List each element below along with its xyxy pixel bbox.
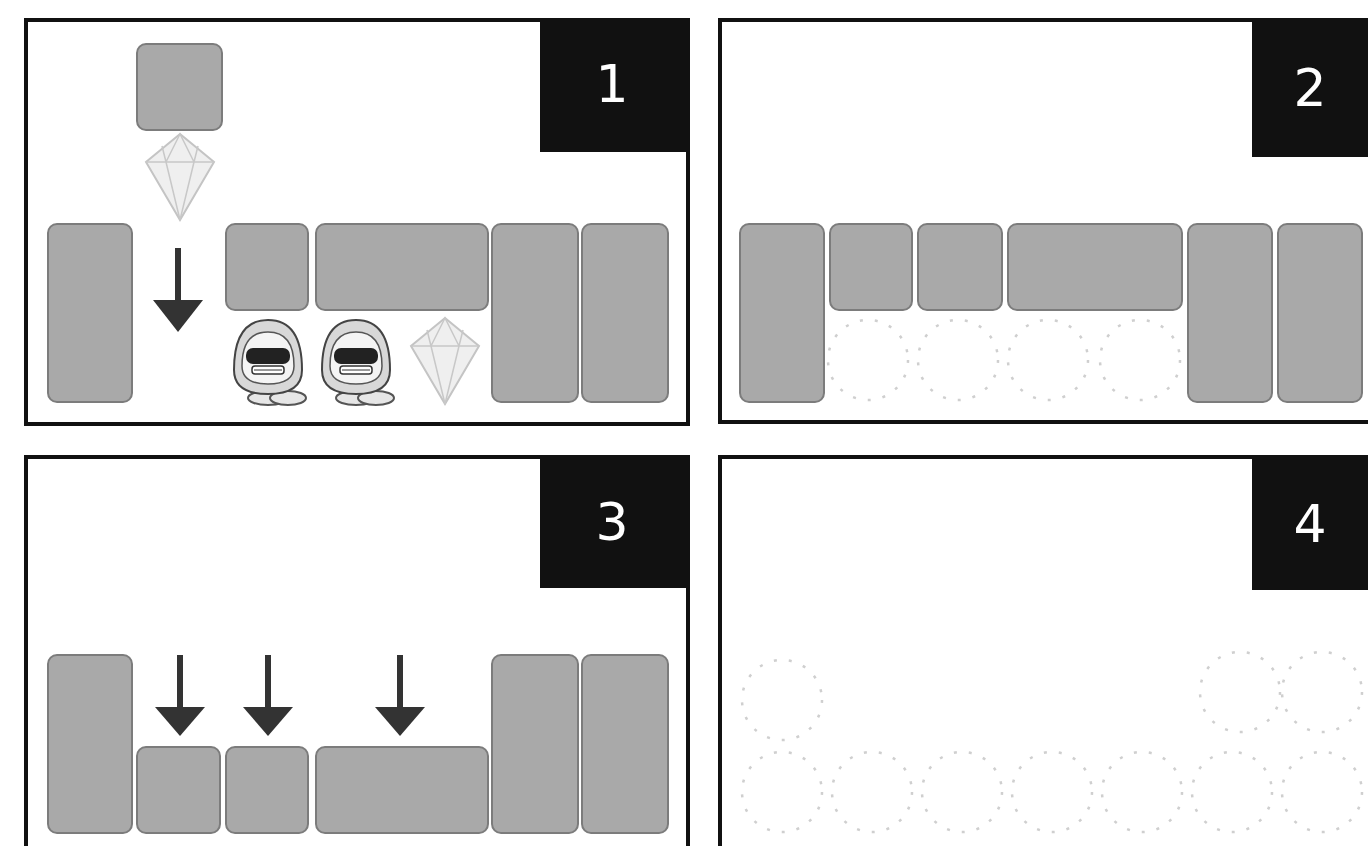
art-part [177,655,183,712]
art-part [316,747,488,833]
art-part [146,134,214,220]
art-part [1282,752,1362,832]
art-part [1100,320,1180,400]
art-part [1102,752,1182,832]
art-part [918,224,1002,310]
art-part [226,224,308,310]
art-part [830,224,912,310]
art-part [265,655,271,712]
art-part [48,655,132,833]
art-part [582,655,668,833]
panel-number: 3 [595,496,628,548]
art-part [742,660,822,740]
number-tabs [540,18,1368,590]
art-part [1282,652,1362,732]
art-part [322,320,394,405]
art-part [582,224,668,402]
fall-arrows [153,248,425,736]
art-part [1012,752,1092,832]
art-part [411,318,479,404]
panel-number: 1 [595,58,628,110]
art-part [243,707,293,736]
art-part [742,752,822,832]
vanish-marks [742,320,1362,832]
art-part [1252,455,1368,590]
art-part [492,224,578,402]
art-part [740,224,824,402]
panel-number: 4 [1293,498,1326,550]
art-part [918,320,998,400]
art-part [375,707,425,736]
art-part [226,747,308,833]
crystals [146,134,479,404]
art-part [48,224,132,402]
art-part [1200,652,1280,732]
art-part [922,752,1002,832]
art-part [492,655,578,833]
art-part [137,44,222,130]
art-part [1008,320,1088,400]
art-part [1188,224,1272,402]
art-part [1192,752,1272,832]
stone-blocks [48,44,1362,833]
art-part [234,320,306,405]
panel-number: 2 [1293,62,1326,114]
art-part [1252,18,1368,157]
art-part [832,752,912,832]
art-part [137,747,220,833]
art-part [828,320,908,400]
art-part [155,707,205,736]
art-part [397,655,403,712]
art-part [175,248,181,305]
art-part [1008,224,1182,310]
art-part [153,300,203,332]
art-part [1278,224,1362,402]
enemies [234,320,394,405]
panel-frames [26,20,1368,846]
art-part [540,455,690,588]
art-part [540,18,690,152]
art-part [316,224,488,310]
